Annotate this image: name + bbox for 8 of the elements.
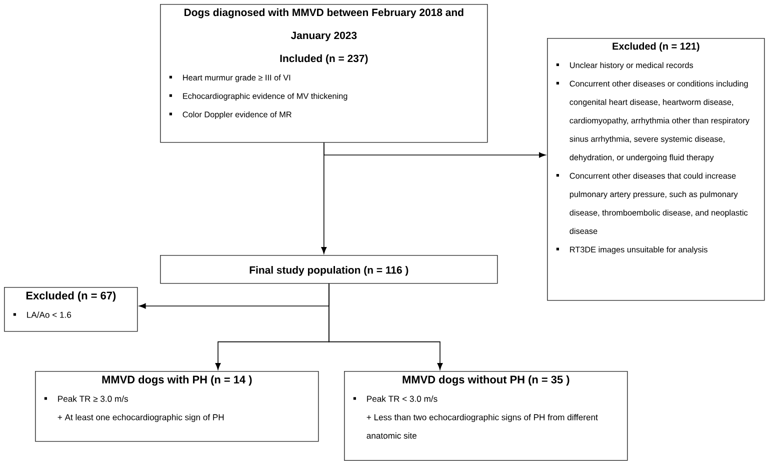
flow-box: Dogs diagnosed with MMVD between February 2018 and January 2023 Included (n = 237) Heart murmur grade ≥ III of VI Echocardiographic evidence of MV thickening Color Doppler evidence of MR <box>160 4 488 143</box>
flow-box: MMVD dogs without PH (n = 35 ) Peak TR < 3.0 m/s + Less than two echocardiographic signs of PH from different anatomic site <box>344 371 628 461</box>
flow-box: MMVD dogs with PH (n = 14 ) Peak TR ≥ 3.0 m/s + At least one echocardiographic sign of PH <box>35 371 319 442</box>
flow-box: Excluded (n = 67) LA/Ao < 1.6 <box>4 287 138 332</box>
arrow <box>324 142 546 158</box>
flow-box: Excluded (n = 121) Unclear history or medical records Concurrent other diseases or conditions including congenital heart disease, heartworm disease, cardiomyopathy, arrhythmia other than respiratory sinus arrhythmia, severe systemic disease, dehydration, or undergoing fluid therapy Concurrent other diseases that could increase pulmonary artery pressure, such as pulmonary disease, thromboembolic disease, and neoplastic disease RT3DE images unsuitable for analysis <box>547 38 765 301</box>
flow-box: Final study population (n = 116 ) <box>160 254 498 284</box>
arrow <box>328 283 443 370</box>
